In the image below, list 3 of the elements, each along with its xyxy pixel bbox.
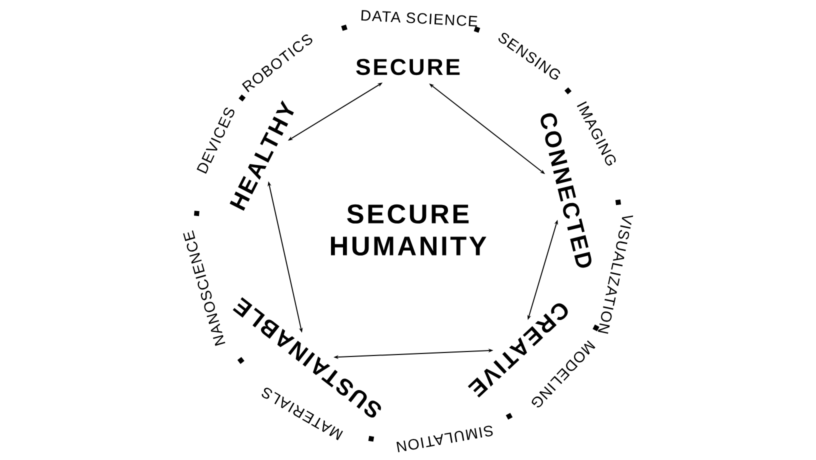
center-title: SECURE HUMANITY bbox=[331, 204, 486, 256]
ring-word: SECURE bbox=[356, 58, 460, 76]
ring-label: DATA SCIENCE bbox=[361, 10, 478, 26]
